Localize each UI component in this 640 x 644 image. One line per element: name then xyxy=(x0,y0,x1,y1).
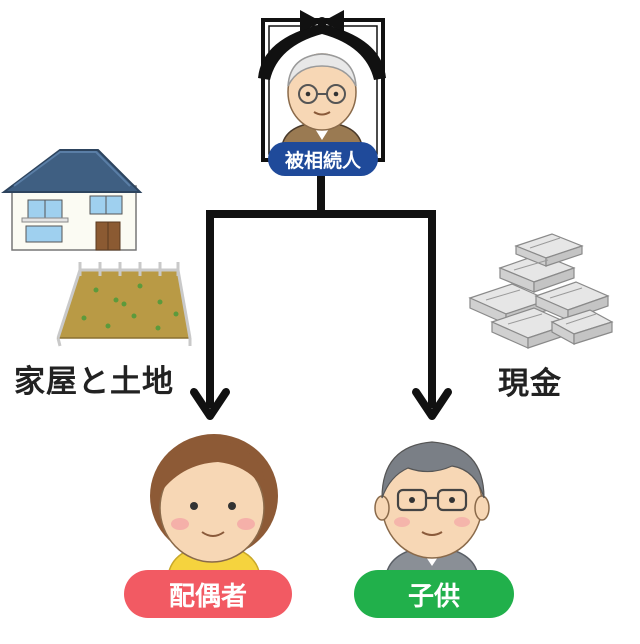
arrowhead-spouse xyxy=(190,388,230,420)
woman-face-icon xyxy=(150,434,278,577)
man-face-icon xyxy=(374,441,490,577)
house-icon xyxy=(0,149,143,251)
child-label: 子供 xyxy=(354,570,514,618)
fenced-land-icon xyxy=(56,262,192,347)
property-label: 家屋と土地 xyxy=(14,364,174,400)
cash-stack-icon xyxy=(468,233,614,349)
inheritance-arrows xyxy=(190,172,452,420)
arrowhead-child xyxy=(412,388,452,420)
decedent-label: 被相続人 xyxy=(268,142,378,176)
memorial-portrait-icon xyxy=(258,10,386,162)
spouse-label: 配偶者 xyxy=(124,570,292,618)
cash-label: 現金 xyxy=(498,366,562,402)
